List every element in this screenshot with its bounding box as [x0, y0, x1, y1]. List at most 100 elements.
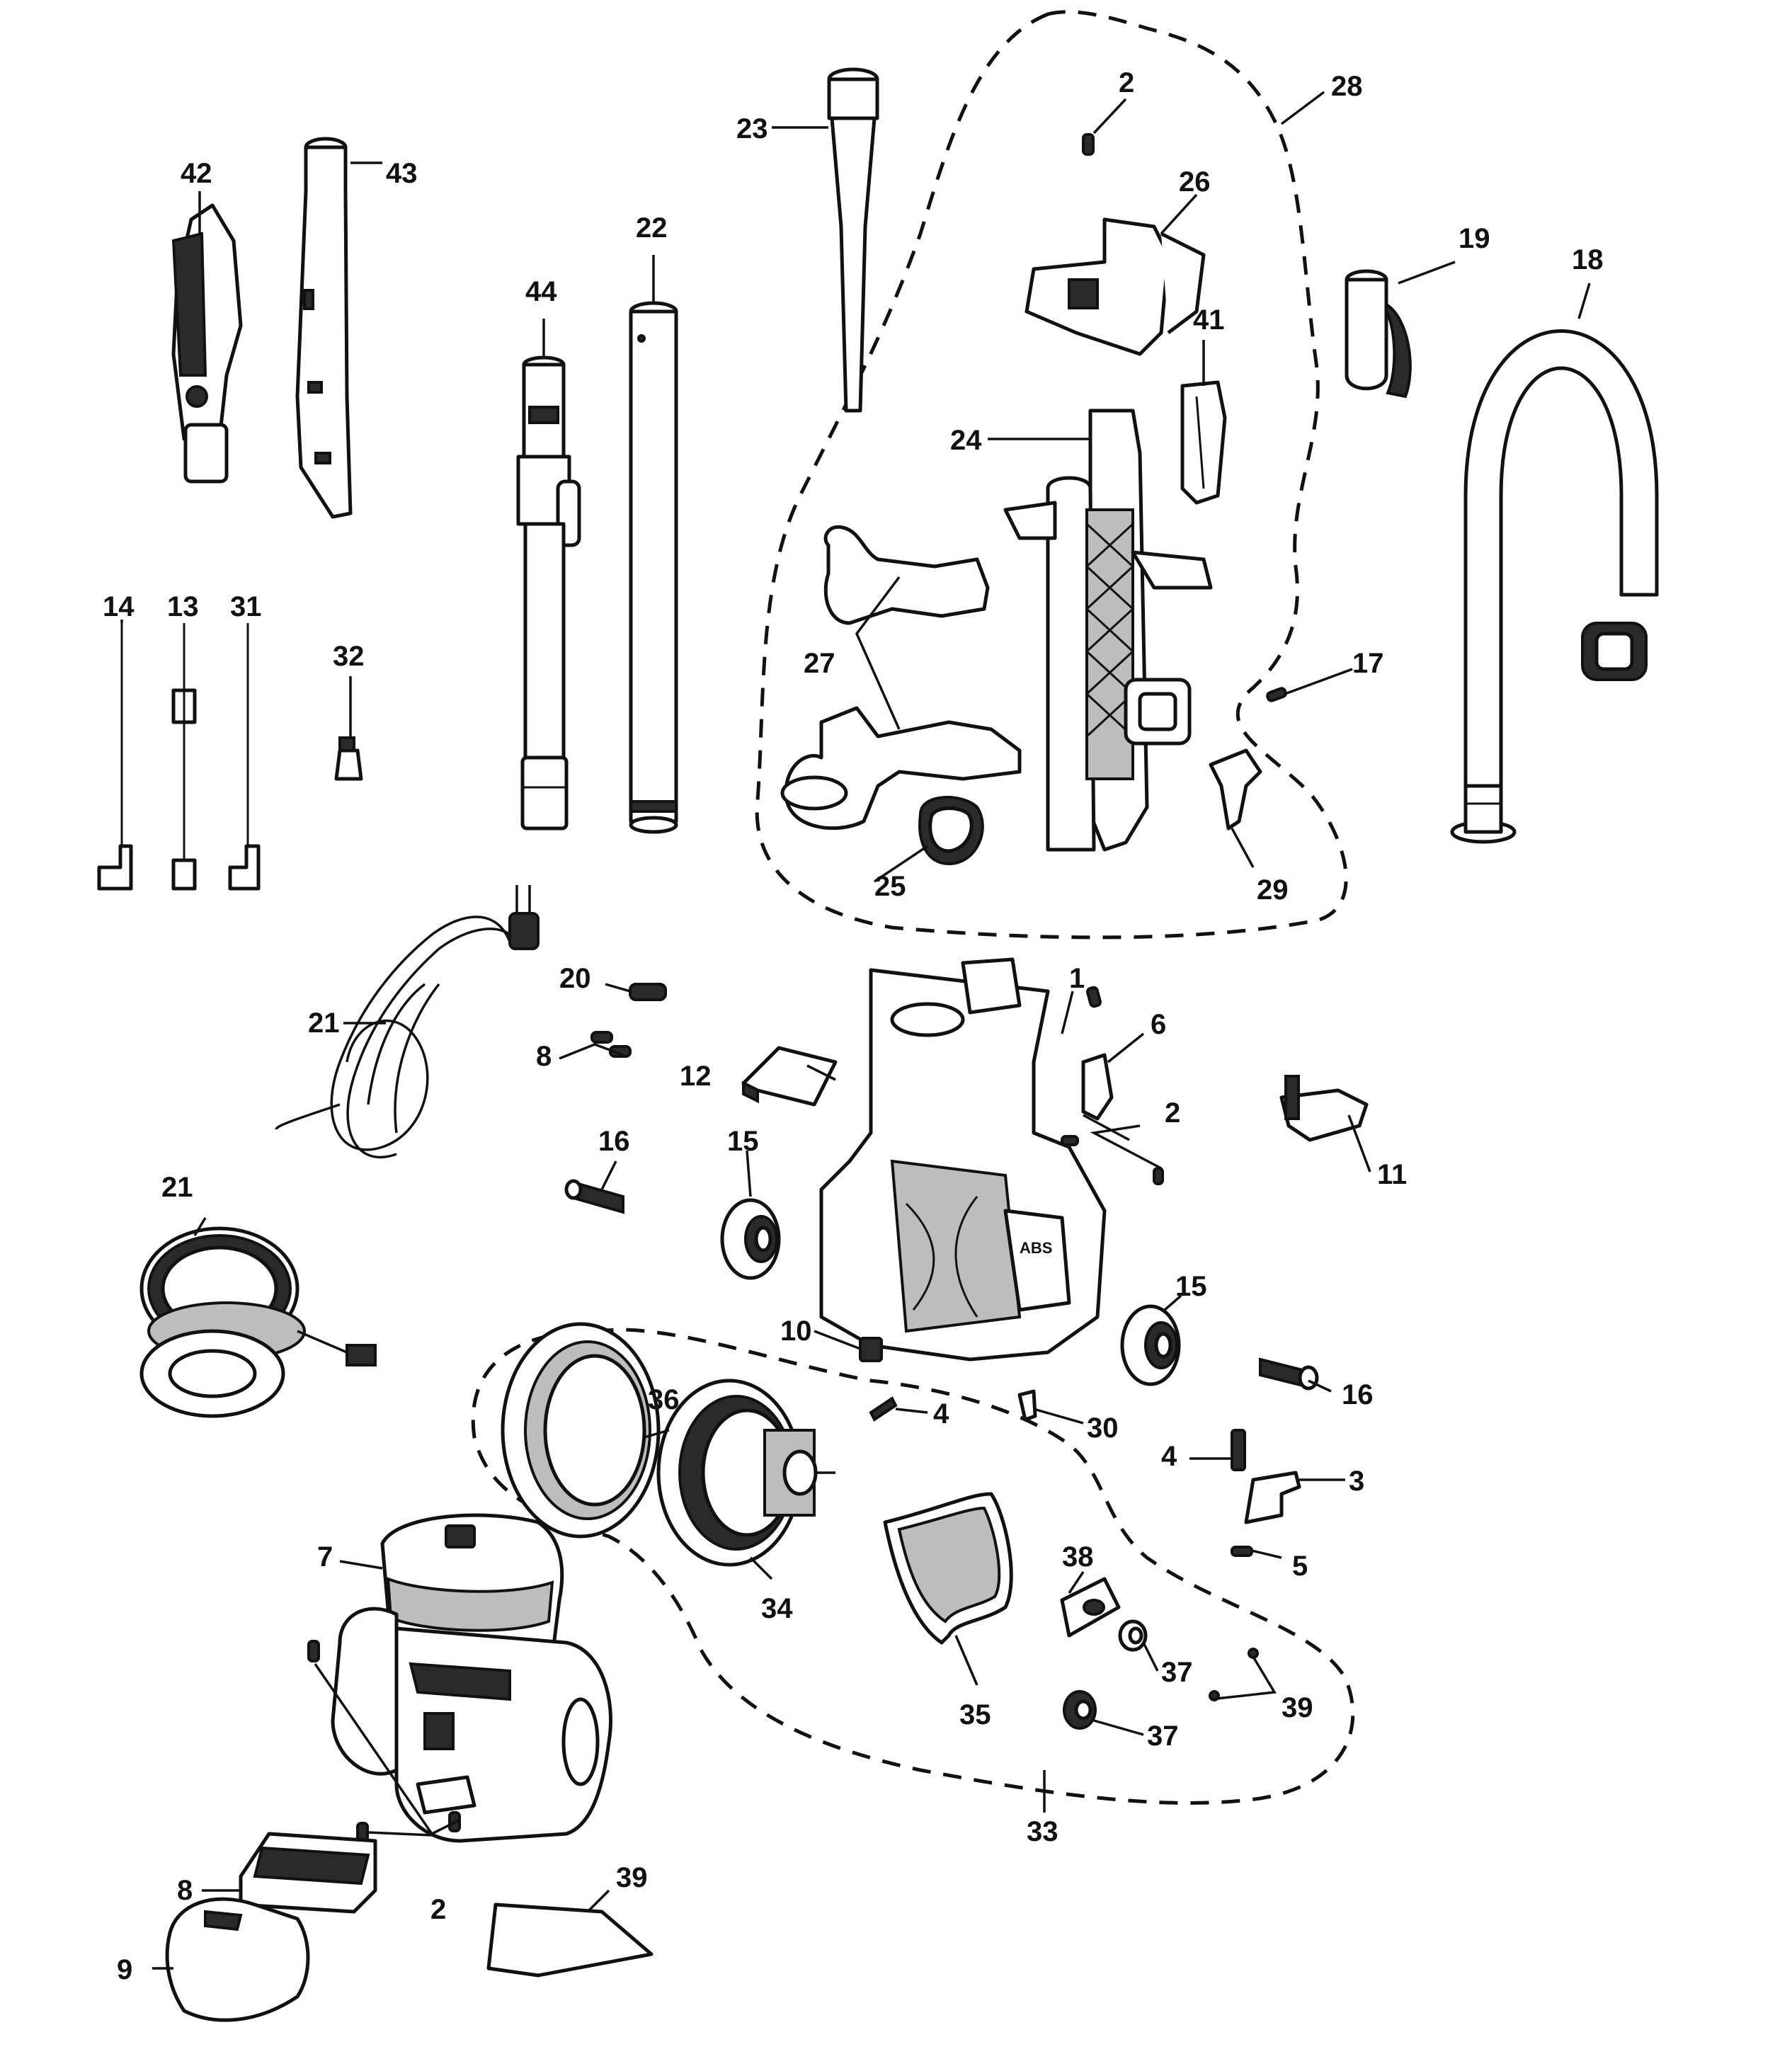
part-14-wire [97, 623, 133, 891]
callout-22: 22 [636, 212, 668, 244]
part-43-crevice-tool [295, 137, 353, 519]
callout-33: 33 [1027, 1816, 1058, 1847]
callout-31: 31 [230, 591, 262, 622]
callout-21-cord: 21 [308, 1008, 340, 1039]
part-16-axle-left [564, 1179, 624, 1214]
leader-lines [120, 91, 1591, 1970]
callout-4-right: 4 [1161, 1441, 1177, 1472]
callout-5: 5 [1292, 1551, 1308, 1582]
part-3-bracket [1244, 1471, 1301, 1524]
part-7-dirt-cup [331, 1513, 612, 1843]
callout-6: 6 [1151, 1009, 1166, 1040]
callout-39-screws: 39 [1282, 1692, 1313, 1723]
part-15-wheel-right [1120, 1304, 1181, 1386]
callout-2-housing: 2 [1165, 1097, 1180, 1129]
part-23-upper-handle [827, 67, 879, 413]
callout-36: 36 [648, 1384, 680, 1415]
part-24-handle-body [1003, 409, 1213, 852]
part-30-pin [1017, 1389, 1037, 1422]
part-25-seal [918, 796, 984, 866]
callout-11: 11 [1377, 1159, 1407, 1190]
part-12-circuit-board [741, 1046, 838, 1107]
part-21-cord-reel [139, 1226, 377, 1418]
callout-20: 20 [559, 963, 591, 994]
part-20-connector [629, 983, 667, 1001]
part-8-exhaust-filter [239, 1832, 377, 1914]
callout-7: 7 [317, 1541, 333, 1573]
callout-8-upper: 8 [536, 1041, 552, 1072]
callout-12: 12 [680, 1061, 712, 1092]
part-13-wire [171, 623, 197, 891]
part-31-wire [228, 623, 261, 891]
part-34-motor [656, 1379, 835, 1567]
callout-10: 10 [780, 1316, 812, 1347]
callout-37-bottom: 37 [1147, 1721, 1179, 1752]
part-29-latch [1209, 748, 1262, 831]
part-44-extension-wand [516, 355, 581, 831]
part-38-mounting-plate [1060, 1577, 1121, 1638]
callout-28: 28 [1331, 71, 1363, 102]
part-9-filter-door [165, 1897, 310, 2022]
part-19-hose-coupling [1345, 269, 1412, 399]
part-5-screw [1231, 1546, 1253, 1557]
part-15-wheel-left [720, 1198, 781, 1280]
callout-2-lower: 2 [430, 1894, 446, 1925]
part-41-cord-hook [1180, 380, 1227, 505]
part-16-axle-right [1259, 1357, 1319, 1391]
part-26-handle-grip [1025, 217, 1206, 356]
callout-44: 44 [525, 276, 557, 307]
callout-23: 23 [736, 113, 768, 144]
assembly-33-outline [471, 1328, 1355, 1805]
part-39-filter-pad [486, 1902, 654, 1978]
callout-37-top: 37 [1161, 1657, 1193, 1688]
callout-19: 19 [1459, 223, 1490, 254]
part-27-tool-holders [780, 525, 1022, 831]
callout-25: 25 [874, 871, 906, 902]
part-4-spring-right [1231, 1429, 1246, 1471]
callout-35: 35 [959, 1699, 991, 1730]
callout-16-right: 16 [1342, 1379, 1374, 1410]
callout-30: 30 [1087, 1413, 1119, 1444]
part-42-dusting-brush [171, 203, 243, 484]
part-18-hose [1450, 329, 1659, 844]
callout-9: 9 [117, 1954, 132, 1985]
callout-13: 13 [167, 591, 199, 622]
callout-17: 17 [1352, 648, 1384, 679]
callout-43: 43 [386, 158, 418, 189]
part-6-clip [1081, 1053, 1114, 1121]
part-37-bearing-top [1118, 1619, 1148, 1652]
part-10-switch [859, 1337, 883, 1362]
callout-32: 32 [333, 641, 365, 672]
callout-29: 29 [1257, 874, 1289, 906]
part-36-motor-gasket [501, 1322, 661, 1539]
part-32-wire-connector [334, 736, 363, 781]
callout-14: 14 [103, 591, 135, 622]
part-1-main-housing: ABS [819, 957, 1107, 1362]
callout-27: 27 [804, 648, 835, 679]
callout-labels: 1 2 2 2 3 4 4 5 6 7 8 8 9 10 11 12 13 14… [103, 67, 1604, 1985]
callout-34: 34 [761, 1593, 793, 1624]
callout-2-top: 2 [1119, 67, 1134, 98]
callout-41: 41 [1193, 304, 1225, 336]
callout-8-filter: 8 [177, 1875, 193, 1906]
assembly-28-outline [755, 10, 1348, 940]
part-37-bearing-bottom [1063, 1690, 1097, 1730]
part-22-wand-tube [629, 301, 678, 834]
callout-26: 26 [1179, 166, 1211, 198]
callout-16-left: 16 [598, 1126, 630, 1157]
callout-15-left: 15 [727, 1126, 759, 1157]
part-21-power-cord [275, 885, 540, 1159]
part-17-screw [1266, 687, 1287, 702]
part-35-filter-seal [883, 1492, 1013, 1645]
callout-1: 1 [1069, 963, 1085, 994]
callout-39-pad: 39 [616, 1862, 648, 1893]
callout-4-left: 4 [933, 1398, 949, 1430]
part-2-screw-top [1082, 133, 1095, 156]
callout-42: 42 [181, 158, 212, 189]
part-39-screws [1209, 1648, 1259, 1701]
callout-21-reel: 21 [161, 1172, 193, 1203]
part-8-screws-upper [590, 1031, 632, 1058]
callout-18: 18 [1572, 244, 1604, 275]
